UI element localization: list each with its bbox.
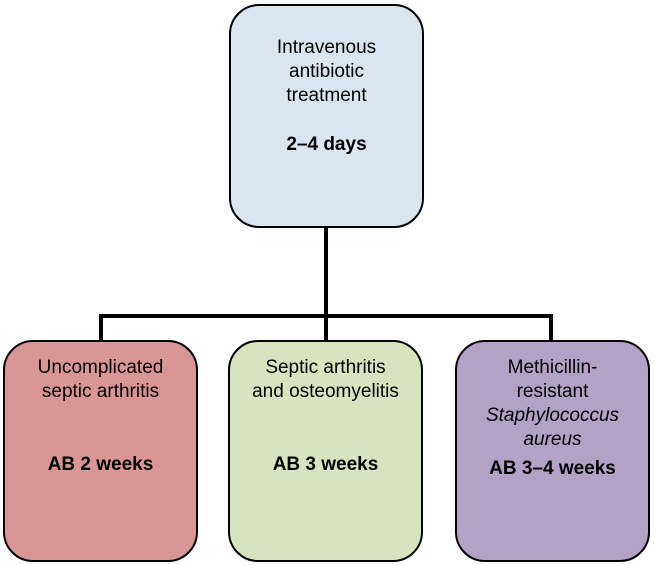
osteomyelitis-duration: AB 3 weeks (272, 454, 379, 475)
iv-treatment-duration: 2–4 days (286, 134, 367, 155)
mrsa-italic-line-2: aureus (523, 429, 582, 450)
iv-treatment-line-1: Intravenous (276, 37, 377, 58)
iv-treatment-line-2: antibiotic (289, 61, 364, 82)
osteomyelitis-line-1: Septic arthritis (265, 357, 386, 378)
mrsa-line-1: Methicillin- (507, 357, 598, 378)
iv-treatment-line-3: treatment (286, 85, 367, 106)
mrsa-italic-line-1: Staphylococcus (485, 405, 620, 426)
uncomplicated-duration: AB 2 weeks (47, 454, 154, 475)
mrsa-line-2: resistant (516, 381, 589, 402)
mrsa-box: Methicillin- resistant Staphylococcus au… (455, 340, 650, 562)
osteomyelitis-line-2: and osteomyelitis (252, 381, 399, 402)
uncomplicated-line-2: septic arthritis (41, 381, 160, 402)
uncomplicated-septic-arthritis-box: Uncomplicated septic arthritis AB 2 week… (3, 340, 198, 562)
septic-arthritis-osteomyelitis-box: Septic arthritis and osteomyelitis AB 3 … (228, 340, 423, 562)
iv-treatment-box: Intravenous antibiotic treatment 2–4 day… (229, 4, 424, 228)
mrsa-duration: AB 3–4 weeks (489, 458, 616, 479)
uncomplicated-line-1: Uncomplicated (37, 357, 164, 378)
